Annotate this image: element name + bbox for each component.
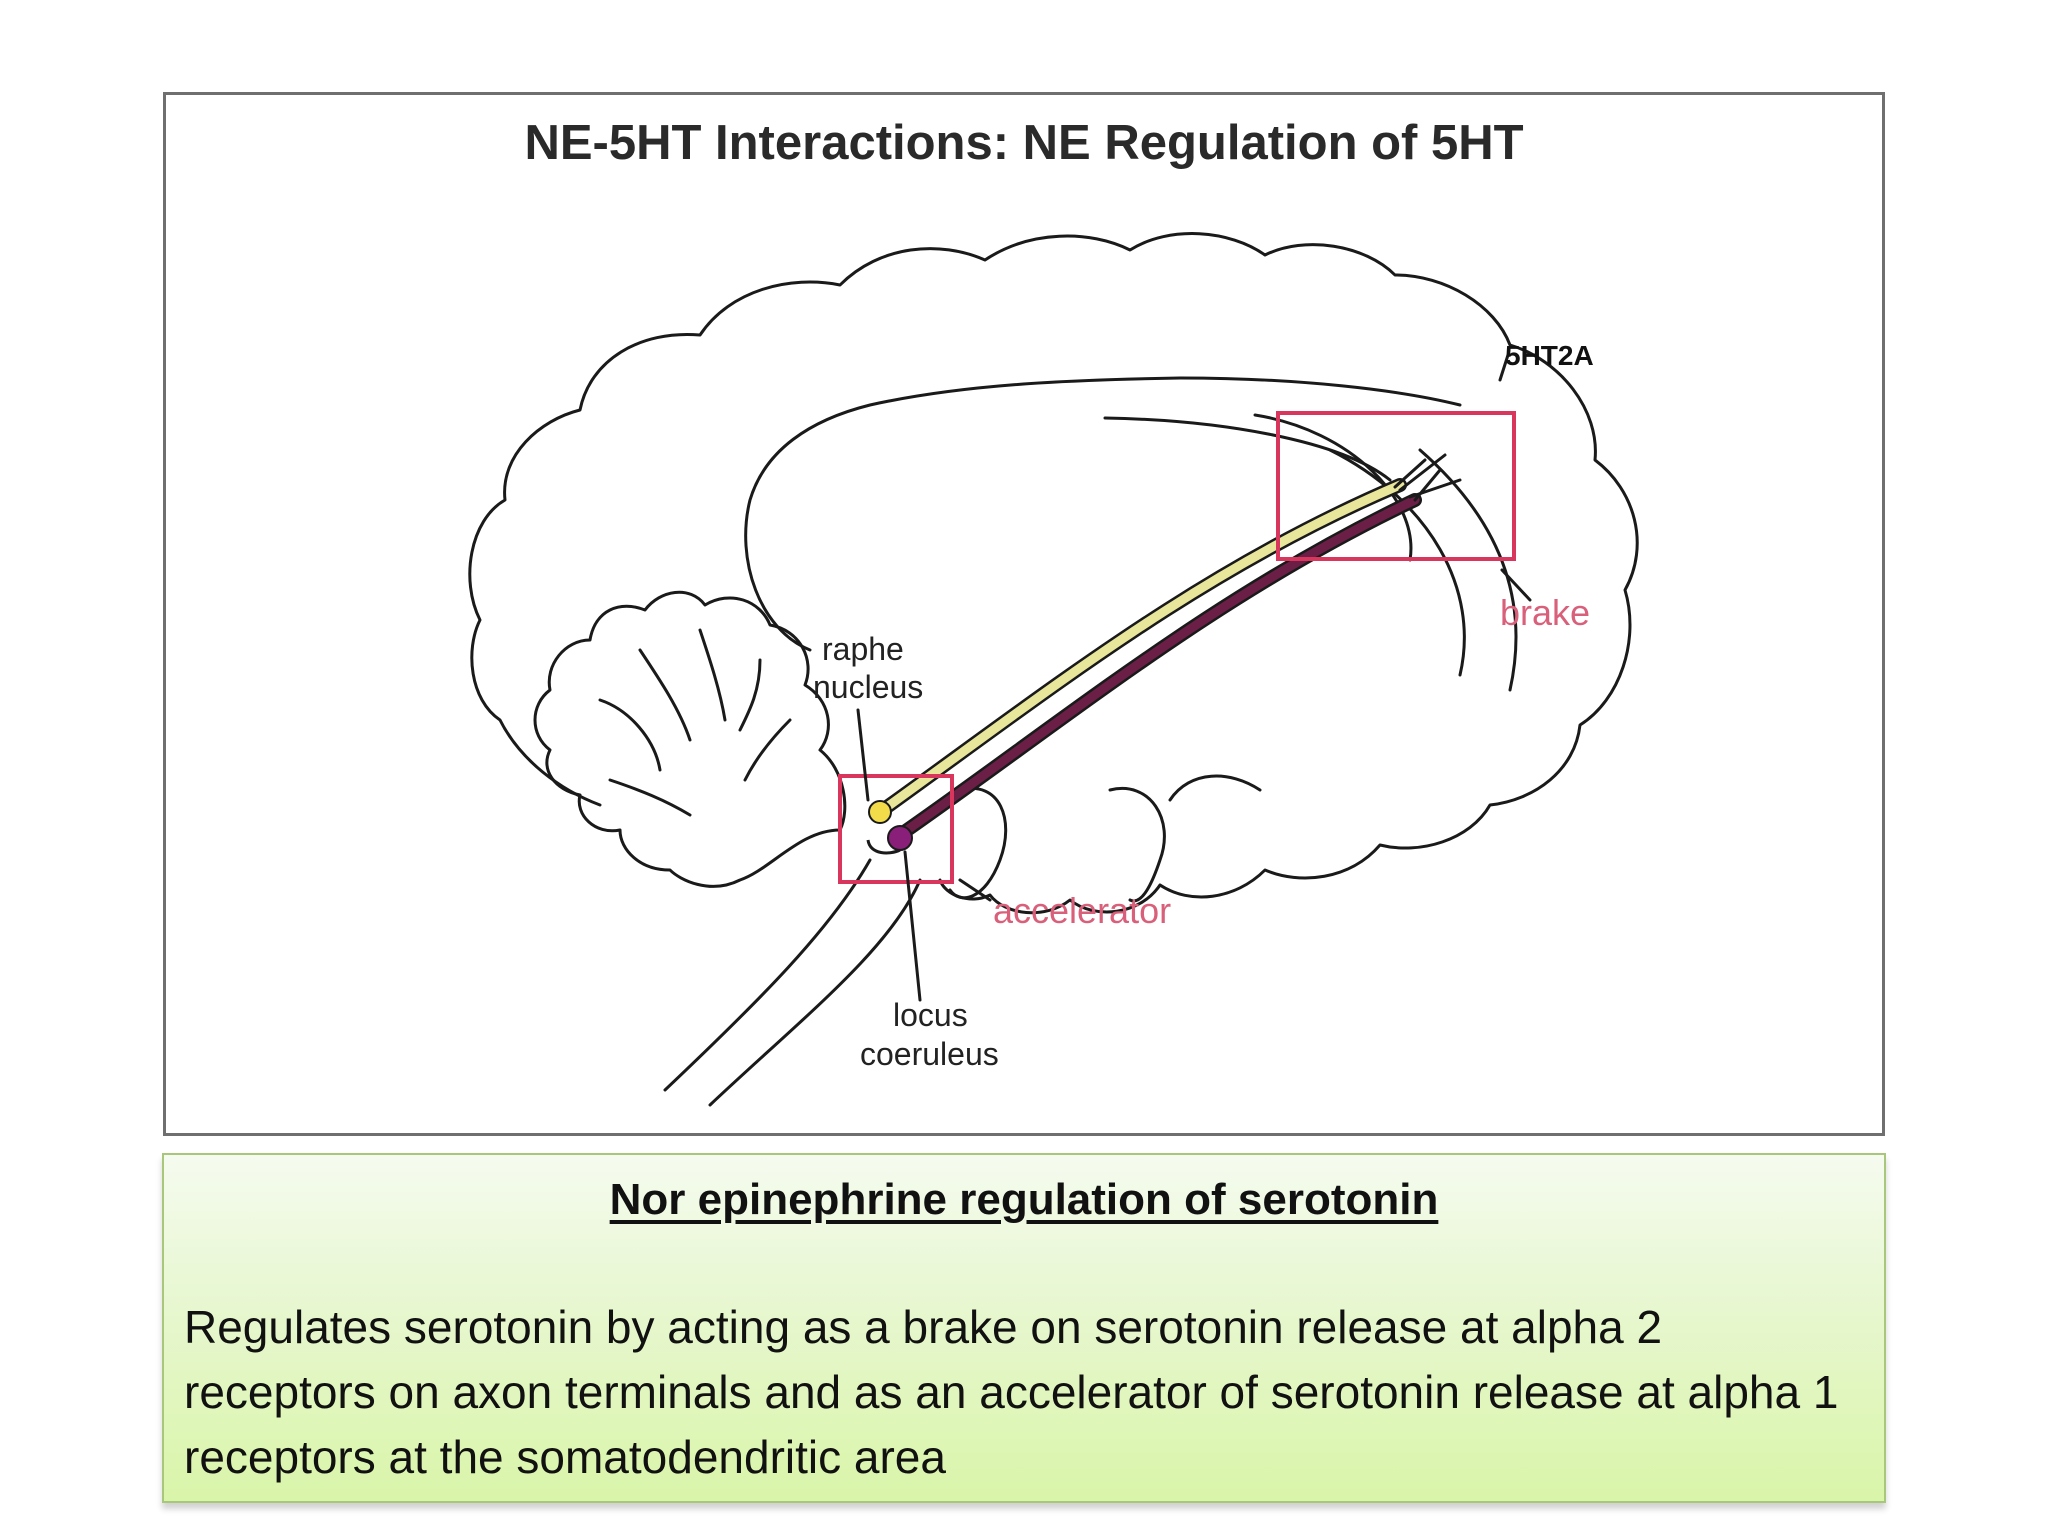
- corpus-callosum-outline: [744, 376, 1462, 652]
- serotonin-pathway: [873, 478, 1407, 819]
- accelerator-leader-line: [958, 878, 992, 902]
- brainstem-outline: [663, 858, 872, 1092]
- receptor-label: 5HT2A: [1505, 340, 1594, 371]
- caption-heading: Nor epinephrine regulation of serotonin: [609, 1175, 1439, 1224]
- diagram-frame: NE-5HT Interactions: NE Regulation of 5H…: [163, 92, 1885, 1136]
- brake-label: brake: [1500, 592, 1590, 633]
- accelerator-highlight-box: [838, 774, 954, 884]
- locus-label-line1: locus: [893, 997, 968, 1033]
- diagram-title: NE-5HT Interactions: NE Regulation of 5H…: [524, 116, 1524, 170]
- caption-body: Regulates serotonin by acting as a brake…: [184, 1301, 1839, 1483]
- locus-label-line2: coeruleus: [860, 1036, 999, 1072]
- cerebrum-outline: [468, 232, 1639, 915]
- accelerator-label: accelerator: [993, 890, 1171, 931]
- raphe-label-line1: raphe: [822, 631, 904, 667]
- raphe-label-line2: nucleus: [813, 669, 923, 705]
- receptor-leader-line: [1498, 353, 1510, 382]
- brake-leader-line: [1500, 568, 1532, 602]
- cerebellum-outline: [533, 590, 847, 888]
- caption-box: Nor epinephrine regulation of serotonin …: [162, 1153, 1886, 1503]
- axon-terminal-branches: [1393, 453, 1462, 502]
- locus-leader-line: [903, 850, 922, 1002]
- serotonin-neuron-icon: [868, 800, 892, 824]
- raphe-leader-line: [856, 708, 870, 802]
- brake-highlight-box: [1276, 411, 1516, 561]
- norepinephrine-pathway: [893, 493, 1422, 842]
- norepinephrine-neuron-icon: [887, 825, 913, 851]
